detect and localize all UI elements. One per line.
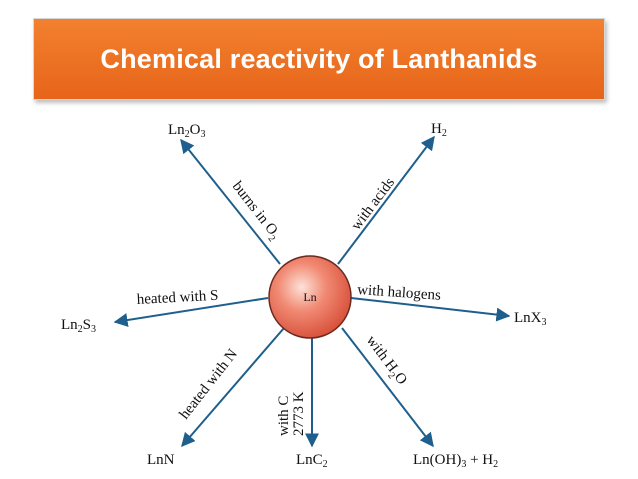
product-ln2s3: Ln2S3 <box>61 317 96 335</box>
edge-label-carbon-line1: with C <box>276 396 292 436</box>
product-lnn: LnN <box>147 452 175 468</box>
edge-label-nitrogen: heated with N <box>177 346 242 422</box>
product-lnx3: LnX3 <box>514 310 547 328</box>
product-h2: H2 <box>431 121 447 139</box>
edge-label-carbon-line2: 2773 K <box>291 391 307 436</box>
arrows <box>113 135 511 448</box>
arrow-acids <box>337 135 435 265</box>
arrow-water <box>341 327 434 448</box>
product-lnc2: LnC2 <box>296 452 328 470</box>
arrow-nitrogen <box>181 327 285 448</box>
title-banner: Chemical reactivity of Lanthanids <box>33 18 605 100</box>
edge-label-halogens: with halogens <box>357 282 442 304</box>
edge-label-acids: with acids <box>348 175 398 234</box>
ln-sphere: Ln <box>268 255 352 339</box>
arrow-o2 <box>180 138 281 265</box>
edge-label-sulfur: heated with S <box>136 288 218 308</box>
arrow-sulfur <box>113 297 269 327</box>
product-ln-oh3-h2: Ln(OH)3 + H2 <box>413 452 498 470</box>
product-ln2o3: Ln2O3 <box>168 122 206 140</box>
slide-title: Chemical reactivity of Lanthanids <box>100 43 538 74</box>
center-label: Ln <box>303 290 316 304</box>
arrow-halogens <box>350 297 511 322</box>
edge-label-o2: burns in O2 <box>226 179 283 245</box>
product-labels: Ln2O3 H2 Ln2S3 LnX3 LnN LnC2 Ln(OH)3 + H… <box>61 121 547 470</box>
edge-label-carbon: with C 2773 K <box>276 391 307 436</box>
